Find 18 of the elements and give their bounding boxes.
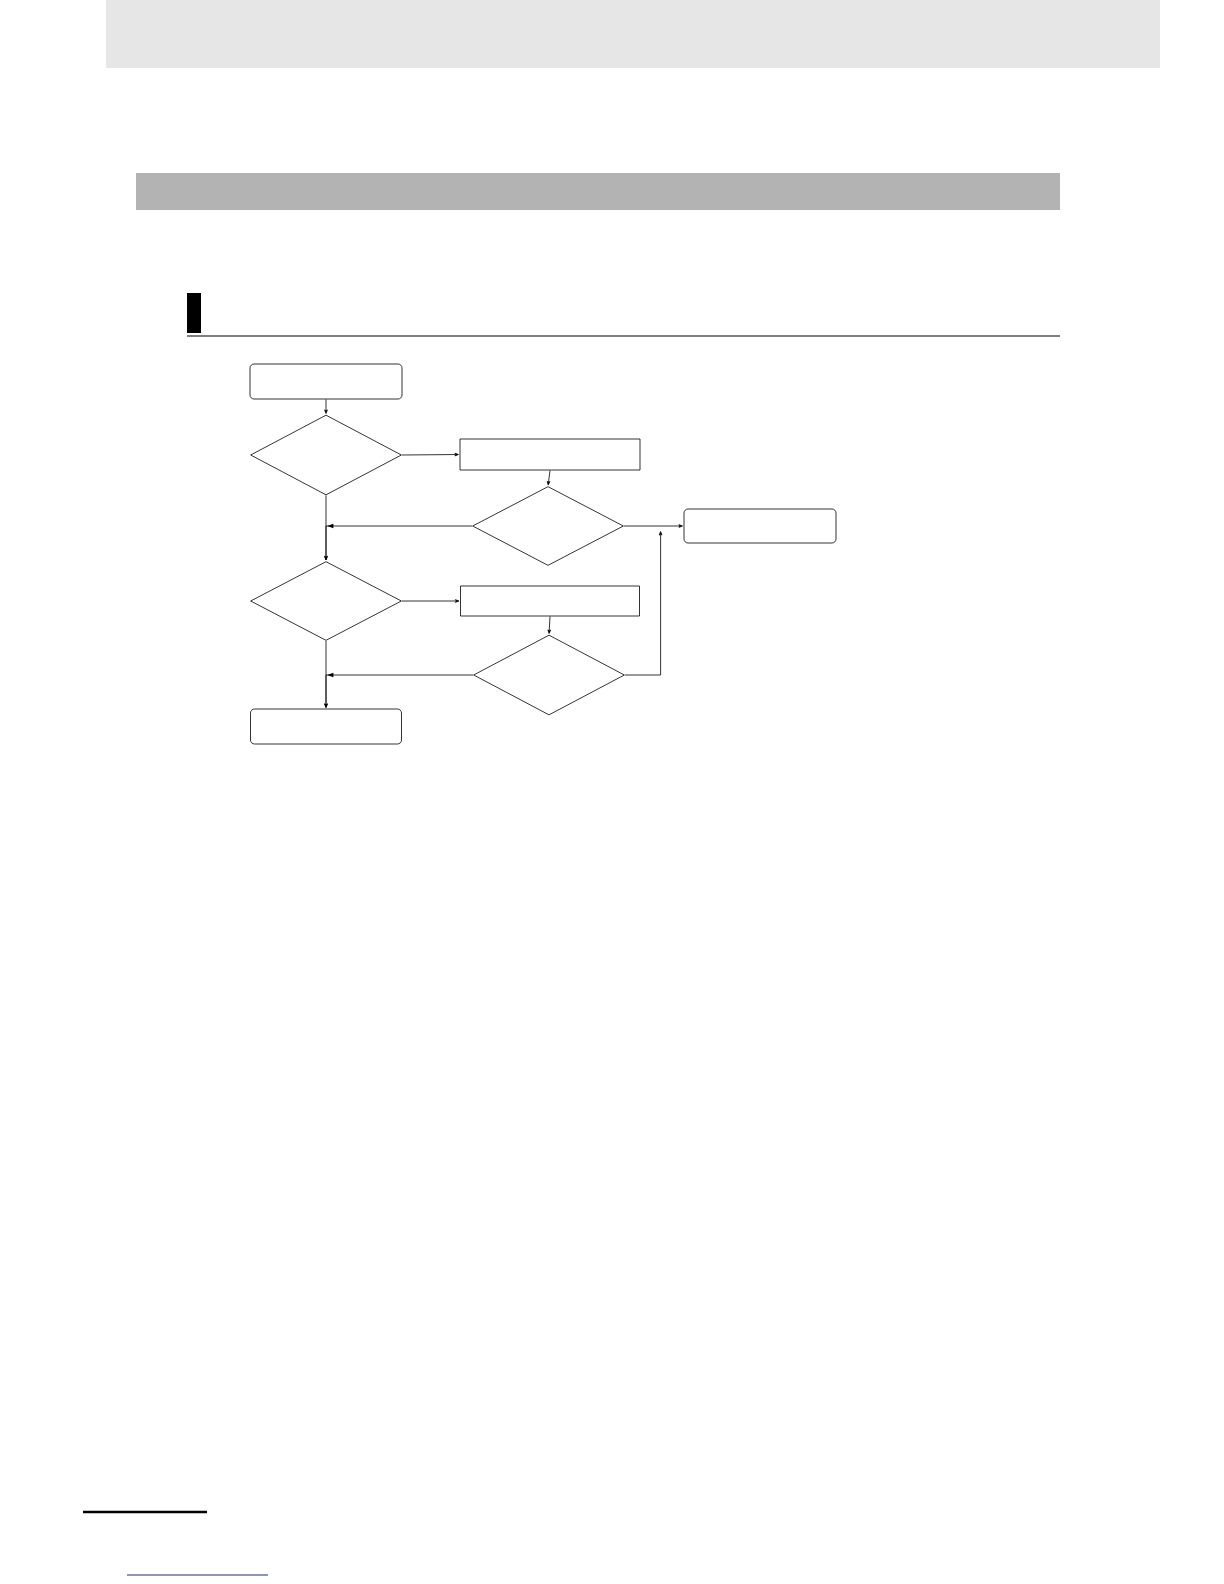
arrow bbox=[547, 616, 551, 634]
arrow bbox=[546, 470, 551, 486]
terminal-box bbox=[249, 363, 403, 400]
terminal-box bbox=[250, 708, 402, 745]
arrow bbox=[324, 399, 328, 414]
decision-diamond bbox=[473, 634, 625, 716]
arrow bbox=[623, 524, 683, 528]
arrow bbox=[324, 640, 328, 708]
arrow bbox=[624, 531, 663, 676]
process-box bbox=[460, 585, 640, 617]
arrow bbox=[401, 599, 460, 603]
decision-diamond bbox=[250, 414, 402, 496]
decision-diamond bbox=[250, 561, 402, 641]
process-box bbox=[459, 438, 641, 471]
decision-diamond bbox=[472, 486, 624, 566]
arrow bbox=[324, 495, 328, 561]
terminal-box bbox=[683, 508, 837, 544]
arrow bbox=[401, 452, 459, 457]
